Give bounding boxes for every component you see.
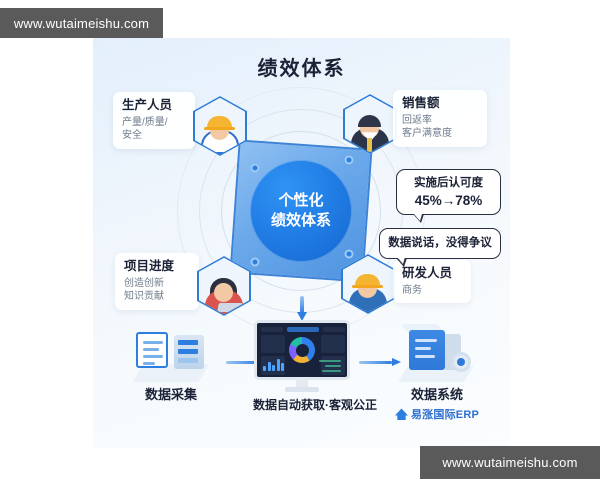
documents-server-icon [132, 326, 210, 384]
label-rnd[interactable]: 研发人员 商务 [393, 260, 471, 304]
label-project-subtitle: 创造创新 知识贡献 [124, 277, 164, 303]
brand-text: 易涨国际ERP [410, 409, 480, 421]
center-line-2: 绩效体系 [270, 212, 331, 229]
brand-logo: 易涨国际ERP [389, 406, 485, 422]
label-rnd-title: 研发人员 [402, 266, 453, 280]
watermark-bottom: www.wutaimeishu.com [420, 446, 600, 479]
page-title: 绩效体系 [257, 58, 346, 80]
center-line-1: 个性化 [278, 191, 324, 209]
avatar-sales[interactable] [343, 94, 397, 154]
flow-step-collect[interactable]: 数据采集 [123, 326, 219, 403]
bubble-approval-line2: 45%→78% [414, 192, 483, 208]
label-production[interactable]: 生产人员 产量/质量/ 安全 [113, 92, 195, 150]
infographic-card: 绩效体系 个性化 绩效体系 生产人员 产量/质量/ 安全 [93, 38, 510, 448]
watermark-top: www.wutaimeishu.com [0, 8, 163, 38]
label-project-title: 项目进度 [124, 259, 175, 273]
flow-step-dashboard[interactable]: 数据自动获取·客观公正 [253, 320, 377, 413]
diamond-node-bottom-right [344, 249, 354, 259]
data-cube-system-icon [398, 324, 474, 384]
flow-step-system[interactable]: 效据系统 易涨国际ERP [389, 324, 485, 422]
diamond-node-top-right [344, 155, 354, 165]
monitor-dashboard-icon [254, 320, 350, 392]
label-sales-subtitle: 回返率 客户满意度 [402, 114, 452, 140]
diamond-node-bottom-left [250, 257, 260, 267]
avatar-production[interactable] [193, 96, 247, 156]
house-logo-icon [394, 408, 408, 420]
hub-diagram: 个性化 绩效体系 [151, 87, 451, 335]
label-production-title: 生产人员 [122, 98, 173, 112]
avatar-project[interactable] [197, 256, 251, 316]
bubble-data-speaks[interactable]: 数据说话，没得争议 [379, 228, 501, 267]
data-flow-section: 数据采集 [93, 296, 510, 440]
avatar-rnd[interactable] [341, 254, 395, 314]
label-sales-title: 销售额 [402, 96, 440, 110]
center-core: 个性化 绩效体系 [250, 160, 352, 262]
bubble-data-speaks-line1: 数据说话，没得争议 [388, 237, 492, 249]
arrow-hub-to-dashboard [297, 296, 307, 322]
bubble-approval-line1: 实施后认可度 [414, 177, 483, 189]
flow-step-dashboard-sub: 数据自动获取·客观公正 [253, 398, 377, 412]
flow-step-collect-caption: 数据采集 [144, 387, 197, 402]
label-project[interactable]: 项目进度 创造创新 知识贡献 [115, 253, 199, 311]
label-production-subtitle: 产量/质量/ 安全 [122, 116, 168, 142]
label-sales[interactable]: 销售额 回返率 客户满意度 [393, 90, 487, 148]
bubble-approval[interactable]: 实施后认可度 45%→78% [396, 169, 501, 224]
diamond-node-top-left [250, 163, 260, 173]
orbit-ring-2 [221, 131, 381, 291]
arrow-dashboard-to-system [359, 358, 401, 366]
label-rnd-subtitle: 商务 [402, 284, 422, 296]
flow-step-system-caption: 效据系统 [410, 387, 463, 402]
